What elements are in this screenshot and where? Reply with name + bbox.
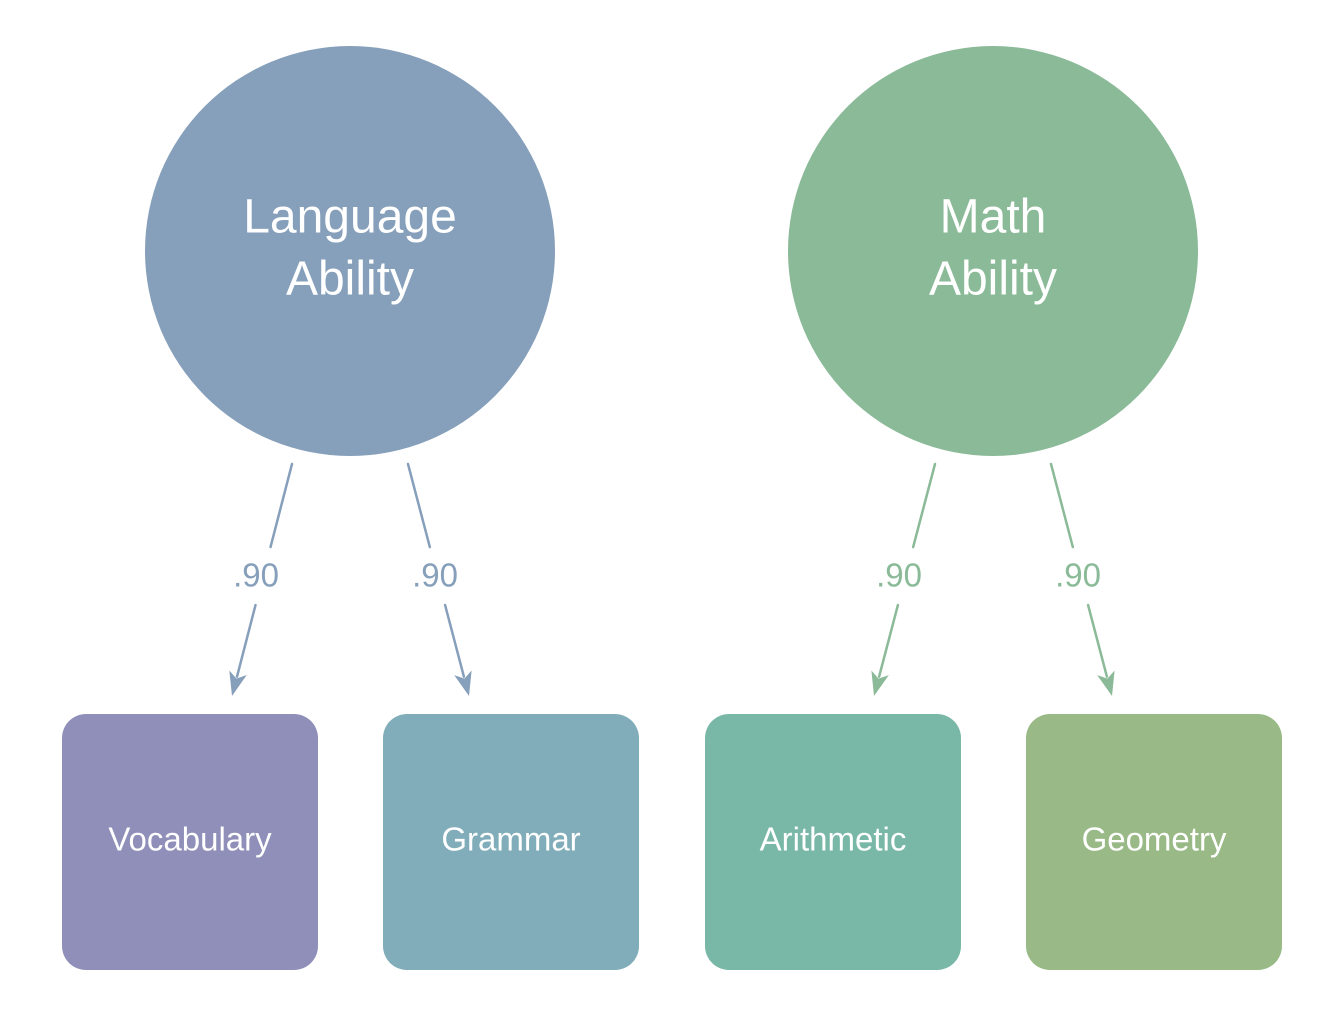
path-line-upper [911,462,937,549]
indicator-box-vocabulary [62,714,318,970]
indicator-box-grammar [383,714,639,970]
path-line-lower [235,603,257,678]
arrowhead-icon [454,670,472,696]
factor-label-language-line-0: Language [243,191,457,244]
path-line-lower [877,603,900,678]
path-math-to-geometry: .90 [1049,462,1115,696]
factor-circle-language [145,46,555,456]
arrowhead-icon [1097,670,1115,696]
path-language-to-grammar: .90 [406,462,472,696]
indicator-label-vocabulary: Vocabulary [108,821,272,858]
indicator-label-geometry: Geometry [1082,821,1227,858]
factor-label-language-line-1: Ability [286,253,414,306]
paths-layer: .90 .90 .90 .90 [229,462,1115,696]
path-math-to-arithmetic: .90 [871,462,937,696]
indicator-arithmetic: Arithmetic [705,714,961,970]
path-language-to-vocabulary: .90 [229,462,294,696]
loading-label-arithmetic: .90 [876,557,922,594]
indicator-label-arithmetic: Arithmetic [760,821,907,858]
path-line-lower [443,603,466,678]
loading-label-grammar: .90 [412,557,458,594]
factor-label-math-line-1: Ability [929,253,1057,306]
indicator-grammar: Grammar [383,714,639,970]
indicator-box-arithmetic [705,714,961,970]
path-line-lower [1086,603,1109,678]
indicator-geometry: Geometry [1026,714,1282,970]
factor-label-math-line-0: Math [940,191,1047,244]
arrowhead-icon [871,670,889,696]
factor-circle-math [788,46,1198,456]
path-line-upper [406,462,432,549]
indicator-box-geometry [1026,714,1282,970]
arrowhead-icon [229,670,247,696]
loading-label-vocabulary: .90 [233,557,279,594]
indicators-layer: Vocabulary Grammar Arithmetic Geometry [62,714,1282,970]
path-line-upper [1049,462,1075,549]
indicator-vocabulary: Vocabulary [62,714,318,970]
path-line-upper [269,462,294,549]
loading-label-geometry: .90 [1055,557,1101,594]
indicator-label-grammar: Grammar [441,821,580,858]
